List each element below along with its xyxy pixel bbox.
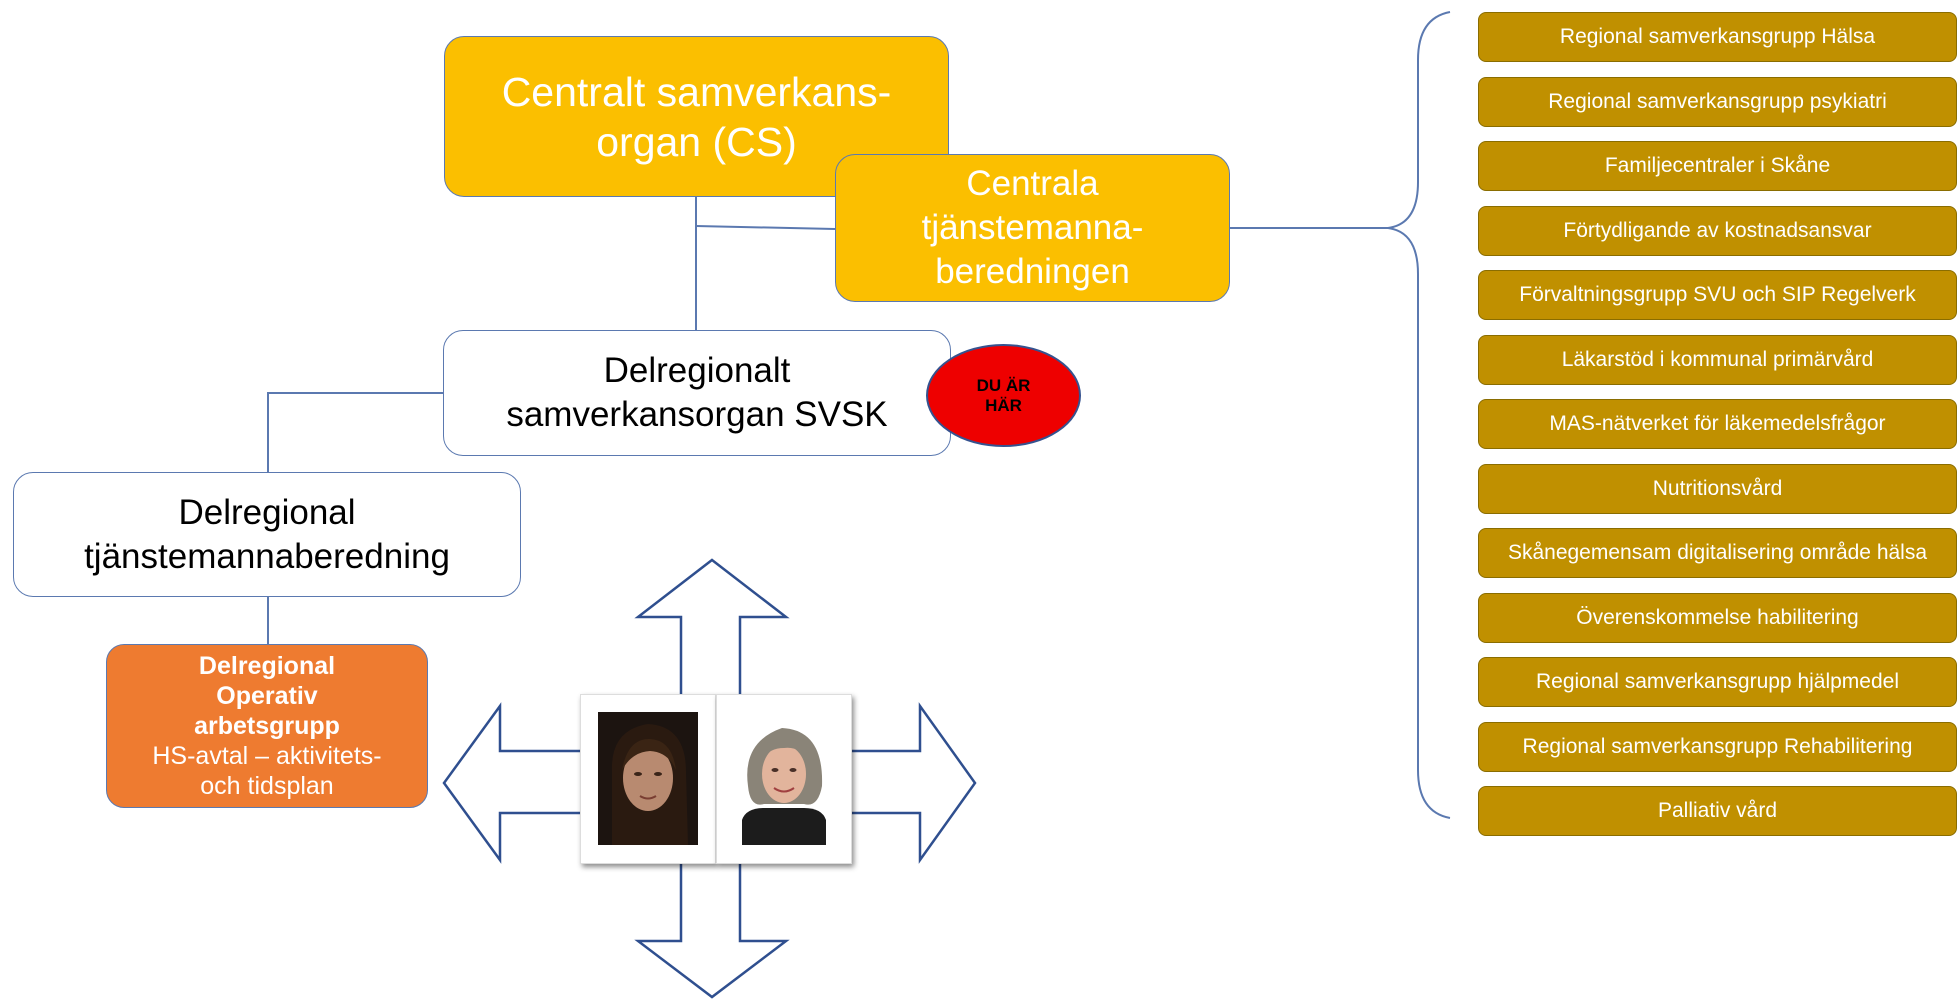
portrait-woman-dark-hair-image [598,712,698,845]
group-item-digitalisation-health[interactable]: Skånegemensam digitalisering område häls… [1478,528,1957,578]
group-item-label: Familjecentraler i Skåne [1604,154,1831,177]
group-item-regional-rehabilitation[interactable]: Regional samverkansgrupp Rehabilitering [1478,721,1957,772]
regional-groups-list: Regional samverkansgrupp Hälsa Regional … [1478,12,1957,851]
connector-cs-ctb [695,225,836,230]
you-are-here-badge: DU ÄR HÄR [926,344,1081,447]
group-item-cost-responsibility[interactable]: Förtydligande av kostnadsansvar [1478,205,1957,256]
central-organ-line-2: organ (CS) [596,118,797,165]
portrait-woman-grey-hair-image [734,712,834,845]
central-officials-line-3: beredningen [935,252,1130,291]
group-item-mas-network[interactable]: MAS-nätverket för läkemedelsfrågor [1478,399,1957,449]
subregional-cooperation-organ-box: Delregionalt samverkansorgan SVSK [443,330,951,456]
portrait-photo-1 [580,694,716,864]
group-item-label: Förvaltningsgrupp SVU och SIP Regelverk [1519,283,1916,306]
group-item-label: MAS-nätverket för läkemedelsfrågor [1549,412,1886,435]
group-item-svu-sip-regulations[interactable]: Förvaltningsgrupp SVU och SIP Regelverk [1478,270,1957,320]
operative-title-line-3: arbetsgrupp [194,712,340,740]
group-item-palliative-care[interactable]: Palliativ vård [1478,786,1957,836]
group-item-family-centers[interactable]: Familjecentraler i Skåne [1478,141,1957,191]
badge-line-2: HÄR [985,395,1022,415]
group-item-physician-support[interactable]: Läkarstöd i kommunal primärvård [1478,334,1957,385]
group-item-label: Palliativ vård [1657,799,1778,822]
subregional-organ-line-2: samverkansorgan SVSK [506,395,888,434]
group-item-label: Överenskommelse habilitering [1576,605,1859,629]
curly-bracket [1387,11,1451,819]
operative-subtitle-line-1: HS-avtal – aktivitets- [152,742,382,770]
group-item-label: Skånegemensam digitalisering område häls… [1507,541,1928,564]
group-item-regional-aids[interactable]: Regional samverkansgrupp hjälpmedel [1478,657,1957,707]
group-item-label: Nutritionsvård [1652,476,1783,500]
badge-line-1: DU ÄR [976,375,1031,395]
connector-svsk-dtb [267,392,443,472]
central-officials-preparation-box: Centrala tjänstemanna- beredningen [835,154,1230,302]
group-item-nutrition-care[interactable]: Nutritionsvård [1478,463,1957,514]
central-organ-line-1: Centralt samverkans- [501,68,892,115]
central-officials-line-2: tjänstemanna- [921,208,1144,247]
group-item-label: Förtydligande av kostnadsansvar [1563,218,1872,242]
subregional-organ-line-1: Delregionalt [603,351,791,390]
operative-title-line-1: Delregional [198,652,336,680]
subregional-officials-line-2: tjänstemannaberedning [84,536,450,576]
group-item-regional-psychiatry[interactable]: Regional samverkansgrupp psykiatri [1478,76,1957,127]
operative-subtitle-line-2: och tidsplan [200,772,334,800]
group-item-label: Regional samverkansgrupp Rehabilitering [1522,734,1913,758]
portrait-photo-2 [716,694,852,864]
subregional-officials-line-1: Delregional [178,492,356,532]
operative-working-group-box: Delregional Operativ arbetsgrupp HS-avta… [106,644,428,808]
operative-title-line-2: Operativ [216,682,318,710]
group-item-label: Regional samverkansgrupp Hälsa [1559,25,1876,48]
group-item-label: Regional samverkansgrupp hjälpmedel [1535,670,1900,693]
subregional-officials-preparation-box: Delregional tjänstemannaberedning [13,472,521,597]
group-item-label: Läkarstöd i kommunal primärvård [1561,347,1874,371]
group-item-habilitation-agreement[interactable]: Överenskommelse habilitering [1478,592,1957,643]
central-officials-line-1: Centrala [966,164,1099,203]
group-item-regional-health[interactable]: Regional samverkansgrupp Hälsa [1478,12,1957,62]
group-item-label: Regional samverkansgrupp psykiatri [1548,89,1887,113]
